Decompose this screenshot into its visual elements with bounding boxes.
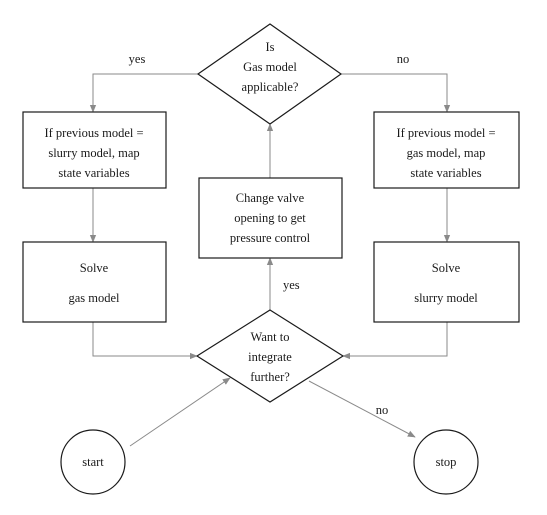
decision-integrate-diamond	[195, 309, 345, 403]
box-map-gas-to-slurry-rect	[373, 111, 520, 189]
edge-label-gas-yes: yes	[129, 52, 146, 66]
edge-start-to-integrate	[129, 377, 231, 447]
solve-slurry-line-1: Solve	[432, 261, 461, 275]
decision-gas-diamond	[196, 23, 343, 125]
map-slurry-to-gas-line-3: state variables	[58, 166, 129, 180]
box-map-slurry-to-gas-rect	[22, 111, 167, 189]
stop-label: stop	[436, 455, 457, 469]
decision-integrate-line-1: Want to	[251, 330, 290, 344]
start-circle	[60, 429, 126, 495]
box-solve-gas: Solve gas model	[22, 241, 167, 323]
decision-gas-applicable: Is Gas model applicable?	[196, 23, 343, 125]
stop-circle	[413, 429, 479, 495]
box-solve-slurry-rect	[373, 241, 520, 323]
edge-solve-gas-to-integrate	[92, 322, 198, 360]
decision-integrate-line-2: integrate	[248, 350, 292, 364]
decision-gas-line-1: Is	[265, 40, 274, 54]
solve-gas-line-2: gas model	[68, 291, 120, 305]
terminal-stop: stop	[413, 429, 479, 495]
edges	[89, 73, 451, 447]
box-solve-gas-rect	[22, 241, 167, 323]
edge-gas-no	[341, 73, 451, 113]
box-change-valve-rect	[198, 177, 343, 259]
change-valve-line-3: pressure control	[230, 231, 311, 245]
map-gas-to-slurry-line-3: state variables	[410, 166, 481, 180]
start-label: start	[82, 455, 104, 469]
decision-integrate-line-3: further?	[250, 370, 290, 384]
solve-gas-line-1: Solve	[80, 261, 109, 275]
decision-gas-line-2: Gas model	[243, 60, 297, 74]
map-slurry-to-gas-line-1: If previous model =	[44, 126, 143, 140]
map-slurry-to-gas-line-2: slurry model, map	[48, 146, 139, 160]
map-gas-to-slurry-line-1: If previous model =	[396, 126, 495, 140]
change-valve-line-1: Change valve	[236, 191, 305, 205]
edge-label-integrate-no: no	[376, 403, 389, 417]
change-valve-line-2: opening to get	[234, 211, 306, 225]
decision-integrate-further: Want to integrate further?	[195, 309, 345, 403]
edge-gas-yes	[89, 73, 198, 113]
edge-label-gas-no: no	[397, 52, 410, 66]
solve-slurry-line-2: slurry model	[414, 291, 478, 305]
edge-label-integrate-yes: yes	[283, 278, 300, 292]
terminal-start: start	[60, 429, 126, 495]
decision-gas-line-3: applicable?	[242, 80, 299, 94]
edge-integrate-no	[308, 380, 416, 438]
box-solve-slurry: Solve slurry model	[373, 241, 520, 323]
box-change-valve: Change valve opening to get pressure con…	[198, 177, 343, 259]
map-gas-to-slurry-line-2: gas model, map	[407, 146, 486, 160]
box-map-slurry-to-gas: If previous model = slurry model, map st…	[22, 111, 167, 189]
edge-solve-slurry-to-integrate	[342, 322, 448, 360]
box-map-gas-to-slurry: If previous model = gas model, map state…	[373, 111, 520, 189]
